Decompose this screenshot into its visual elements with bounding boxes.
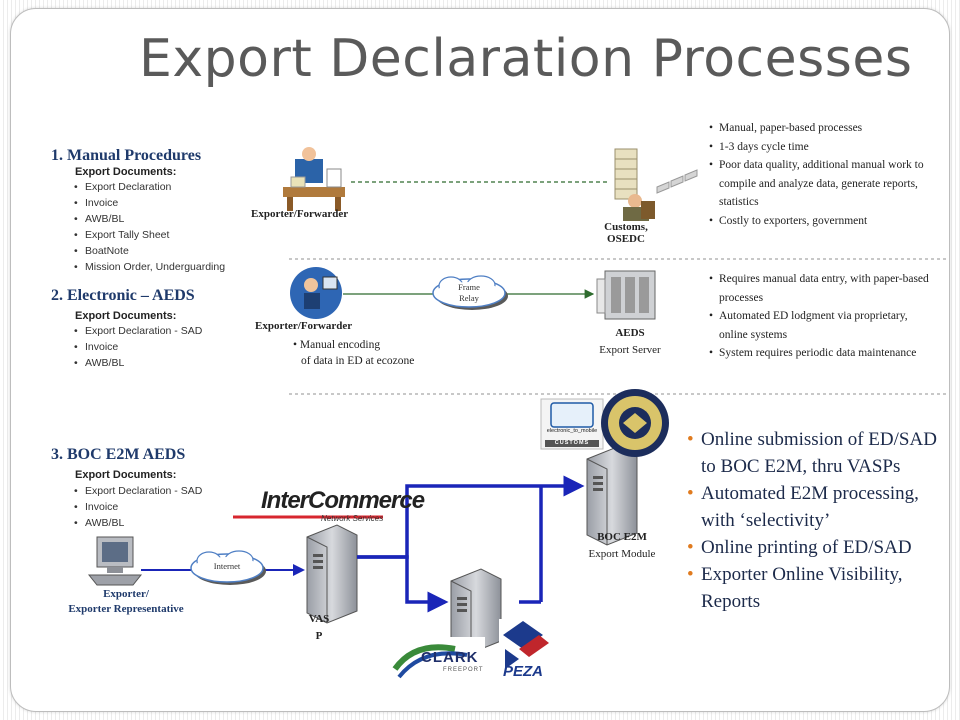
department-of-finance-seal	[601, 389, 669, 457]
peza-logo-text: PEZA	[503, 663, 544, 680]
clark-freeport-logo	[385, 637, 485, 685]
intercommerce-logo-subtext: Network Services	[321, 514, 384, 523]
peza-logo	[499, 619, 553, 681]
vasp-server-icon	[306, 524, 358, 624]
list-item: Export Declaration - SAD	[73, 483, 202, 499]
slide: Export Declaration Processes 1. Manual P…	[10, 8, 950, 712]
clark-logo-text: CLARK	[421, 649, 479, 666]
e2m-benefits: Online submission of ED/SAD to BOC E2M, …	[687, 426, 949, 615]
docs-list-electronic: Export Declaration - SAD Invoice AWB/BL	[73, 323, 202, 371]
clark-logo-subtext: FREEPORT	[443, 667, 484, 673]
list-item: AWB/BL	[73, 355, 202, 371]
list-item: AWB/BL	[73, 211, 225, 227]
list-item: Manual, paper-based processes	[709, 119, 931, 138]
customs-label-line1: Customs,	[604, 221, 648, 233]
encoding-note-line1: Manual encoding	[299, 339, 381, 351]
section-heading-manual: 1. Manual Procedures	[51, 147, 202, 164]
aeds-server-label: AEDS Export Server	[585, 325, 675, 359]
customs-label-line2: OSEDC	[607, 233, 645, 245]
exporter-computer-icon	[290, 267, 342, 319]
intercommerce-logo	[233, 484, 383, 524]
page-title: Export Declaration Processes	[139, 29, 913, 89]
list-item: Invoice	[73, 195, 225, 211]
aeds-server-icon	[596, 270, 656, 320]
internet-cloud-icon	[190, 550, 266, 585]
e2m-logo-text: electronic_to_mobile	[546, 428, 598, 434]
boc-e2m-label: BOC E2M Export Module	[577, 529, 667, 563]
frame-relay-label-line2: Relay	[459, 293, 479, 303]
docs-title-e2m: Export Documents:	[75, 469, 177, 481]
vasp-label-line1: VAS	[308, 613, 330, 625]
vasp-label-line2: P	[315, 630, 323, 642]
list-item: Costly to exporters, government	[709, 212, 931, 231]
internet-label: Internet	[213, 561, 241, 571]
e2m-logo-customs-text: CUSTOMS	[554, 440, 590, 446]
list-item: System requires periodic data maintenanc…	[709, 344, 931, 363]
electronic-exporter-label: Exporter/Forwarder	[255, 320, 353, 332]
list-item: Export Tally Sheet	[73, 227, 225, 243]
customs-label: Customs, OSEDC	[601, 221, 651, 245]
list-item: Export Declaration	[73, 179, 225, 195]
aeds-server-label-line1: AEDS	[615, 327, 645, 339]
list-item: Exporter Online Visibility, Reports	[687, 561, 949, 615]
frame-relay-cloud-icon	[432, 275, 508, 310]
customs-paper-stack-icon	[614, 148, 698, 221]
list-item: AWB/BL	[73, 515, 202, 531]
encoding-note-line2: of data in ED at ecozone	[301, 355, 415, 367]
list-item: Export Declaration - SAD	[73, 323, 202, 339]
boc-e2m-label-line1: BOC E2M	[597, 531, 647, 543]
exporter-desk-icon	[283, 147, 345, 211]
list-item: Invoice	[73, 499, 202, 515]
diagram-canvas	[87, 147, 946, 685]
manual-notes: Manual, paper-based processes 1-3 days c…	[709, 119, 931, 230]
list-item: Online submission of ED/SAD to BOC E2M, …	[687, 426, 949, 480]
vasp-label: VAS P	[307, 611, 331, 645]
manual-exporter-label: Exporter/Forwarder	[251, 208, 349, 220]
docs-list-manual: Export Declaration Invoice AWB/BL Export…	[73, 179, 225, 275]
frame-relay-label-line1: Frame	[458, 282, 480, 292]
list-item: Poor data quality, additional manual wor…	[709, 156, 931, 212]
list-item: BoatNote	[73, 243, 225, 259]
e2m-logo	[540, 398, 604, 450]
intercommerce-logo-text: InterCommerce	[261, 487, 425, 514]
list-item: Invoice	[73, 339, 202, 355]
section-heading-electronic: 2. Electronic – AEDS	[51, 287, 195, 304]
list-item: 1-3 days cycle time	[709, 138, 931, 157]
electronic-notes: Requires manual data entry, with paper-b…	[709, 270, 931, 363]
encoding-note: • Manual encoding of data in ED at ecozo…	[293, 339, 415, 367]
boc-e2m-label-line2: Export Module	[588, 548, 656, 560]
list-item: Automated E2M processing, with ‘selectiv…	[687, 480, 949, 534]
e2m-exporter-label-line2: Exporter Representative	[68, 603, 184, 615]
exporter-pc-icon	[87, 536, 143, 586]
list-item: Requires manual data entry, with paper-b…	[709, 270, 931, 307]
docs-title-electronic: Export Documents:	[75, 310, 177, 322]
docs-list-e2m: Export Declaration - SAD Invoice AWB/BL	[73, 483, 202, 531]
list-item: Automated ED lodgment via proprietary, o…	[709, 307, 931, 344]
e2m-exporter-label: Exporter/ Exporter Representative	[41, 587, 211, 617]
list-item: Online printing of ED/SAD	[687, 534, 949, 561]
section-heading-e2m: 3. BOC E2M AEDS	[51, 446, 186, 463]
aeds-server-label-line2: Export Server	[599, 344, 661, 356]
e2m-exporter-label-line1: Exporter/	[103, 588, 149, 600]
docs-title-manual: Export Documents:	[75, 166, 177, 178]
frame-relay-label: Frame Relay	[441, 282, 497, 304]
list-item: Mission Order, Underguarding	[73, 259, 225, 275]
